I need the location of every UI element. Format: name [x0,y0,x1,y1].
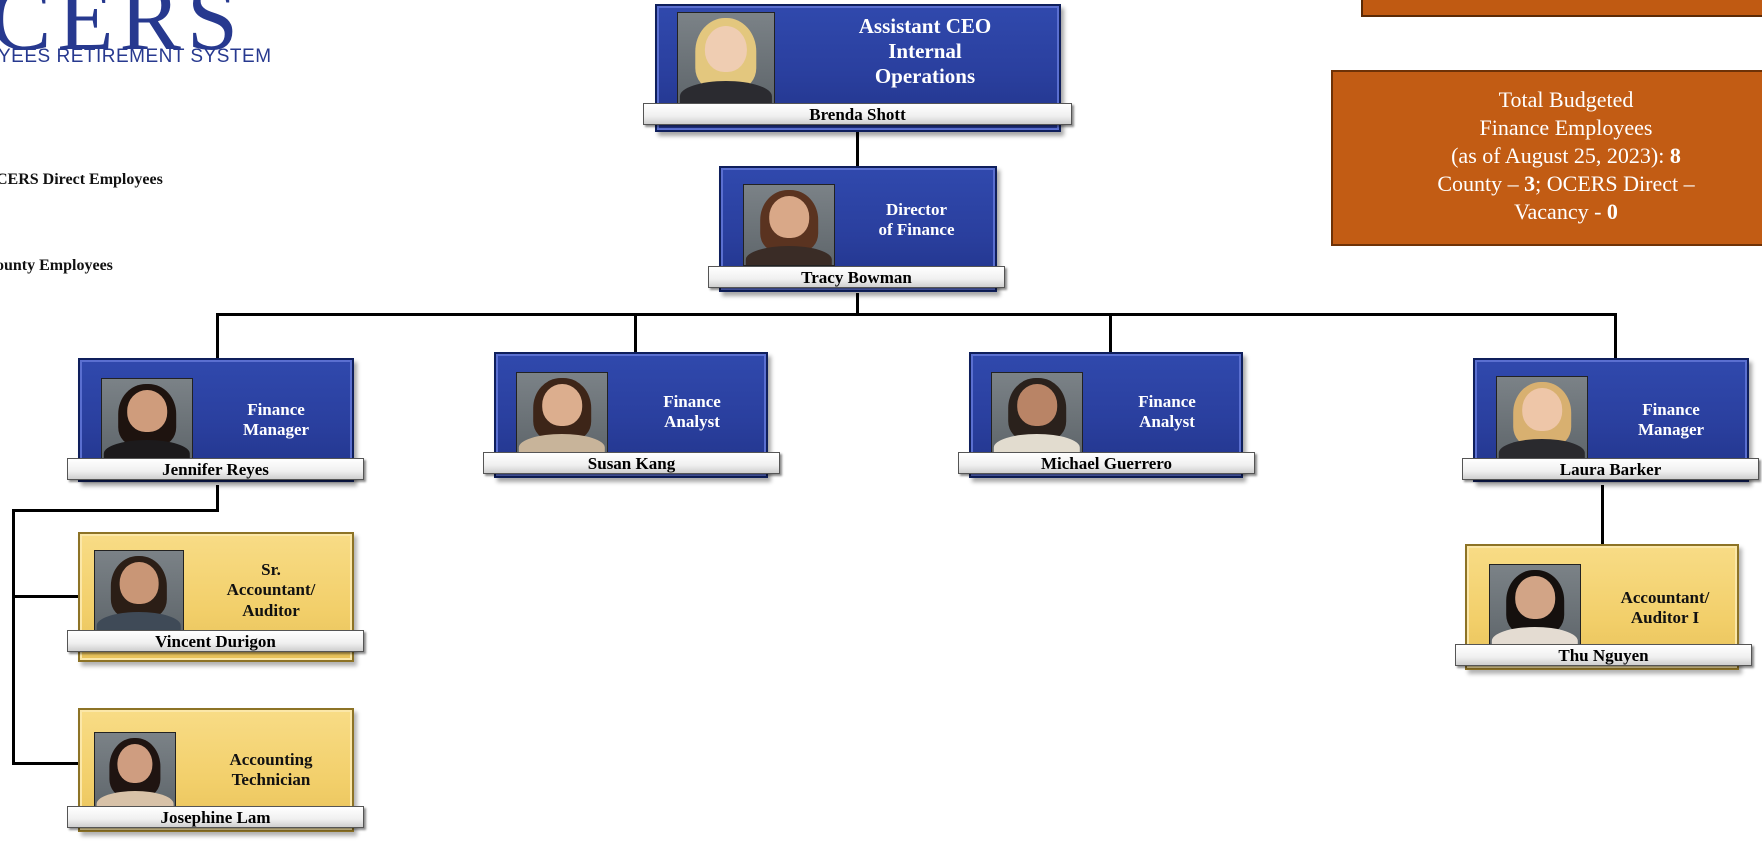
namebar-barker: Laura Barker [1462,458,1759,480]
org-card-guerrero: Finance Analyst [969,352,1243,478]
summary-line-3: (as of August 25, 2023): 8 [1451,143,1681,168]
title-lam: Accounting Technician [229,750,313,790]
legend-county-employees: ounty Employees [0,257,113,274]
title-barker: Finance Manager [1637,400,1705,440]
connector-to-lam [12,762,78,765]
photo-nguyen [1489,564,1581,648]
photo-guerrero [991,372,1083,454]
title-shott: Assistant CEO Internal Operations [815,14,1035,90]
connector-to-durigon [12,595,78,598]
namebar-reyes: Jennifer Reyes [67,458,364,480]
connector-to-barker [1614,313,1617,358]
photo-barker [1496,376,1588,460]
namebar-bowman: Tracy Bowman [708,266,1005,288]
summary-line-2: Finance Employees [1479,115,1653,140]
logo-subtitle: YEES RETIREMENT SYSTEM [0,46,272,67]
title-kang: Finance Analyst [663,392,721,432]
connector-reyes-down [216,485,219,512]
photo-durigon [94,550,184,632]
namebar-durigon: Vincent Durigon [67,630,364,652]
connector-team-vertical [12,509,15,765]
total-count: 8 [1669,143,1681,168]
info-box-top-fragment [1361,0,1762,17]
logo-wordmark: CERS [0,0,245,69]
connector-director-down [856,293,859,315]
budget-summary-box: Total Budgeted Finance Employees (as of … [1331,70,1762,246]
photo-lam [94,732,176,810]
connector-barker-nguyen [1601,485,1604,547]
connector-to-reyes [216,313,219,358]
title-shott-text: Assistant CEO Internal Operations [858,14,992,89]
title-durigon: Sr. Accountant/ Auditor [226,560,316,620]
namebar-lam: Josephine Lam [67,806,364,828]
connector-reyes-left [12,509,219,512]
connector-ceo-director [856,128,859,168]
legend-direct-employees: CERS Direct Employees [0,171,163,188]
vacancy-count: 0 [1606,199,1618,224]
photo-shott [677,12,775,104]
namebar-nguyen: Thu Nguyen [1455,644,1752,666]
title-bowman: Director of Finance [878,200,955,240]
namebar-kang: Susan Kang [483,452,780,474]
photo-kang [516,372,608,454]
summary-line-1: Total Budgeted [1498,87,1634,112]
photo-reyes [101,378,193,460]
county-count: 3 [1524,171,1536,196]
summary-line-5: Vacancy - 0 [1514,199,1618,224]
connector-horizontal-main [216,313,1617,316]
namebar-shott: Brenda Shott [643,103,1072,125]
photo-bowman [743,184,835,266]
title-reyes: Finance Manager [242,400,310,440]
connector-to-kang [634,313,637,354]
summary-line-4: County – 3; OCERS Direct – [1437,171,1695,196]
title-nguyen: Accountant/ Auditor I [1620,588,1710,628]
namebar-guerrero: Michael Guerrero [958,452,1255,474]
connector-to-guerrero [1109,313,1112,354]
title-guerrero: Finance Analyst [1138,392,1196,432]
